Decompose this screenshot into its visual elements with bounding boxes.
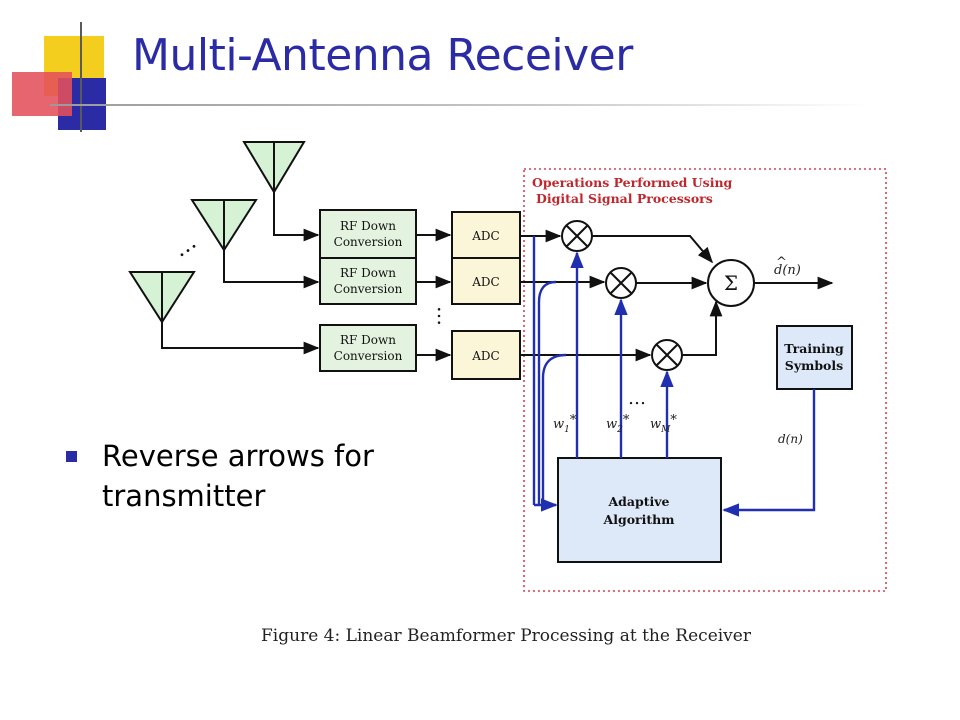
svg-text:w1*: w1* (553, 413, 577, 435)
training-symbols-line1: Training (784, 341, 844, 356)
decor-red-square (12, 72, 72, 116)
algo-feed-line-3 (541, 353, 567, 505)
antenna-ellipsis: … (169, 230, 201, 263)
dsp-region-label-line1: Operations Performed Using (532, 175, 733, 190)
feed-line-3 (161, 322, 320, 355)
adc-block-2-label: ADC (471, 275, 499, 289)
adc-block-3 (451, 330, 521, 380)
reference-label: d(n) (778, 432, 803, 446)
adaptive-algorithm-block (557, 457, 722, 563)
multiplier-3 (651, 339, 683, 371)
antenna-middle (190, 199, 258, 252)
output-label: d(n) (774, 263, 801, 278)
algo-feed-line-2 (537, 280, 557, 505)
rf-block-3-line1: RF Down (340, 333, 396, 347)
decor-vertical-line (80, 22, 82, 132)
weight-ellipsis: … (628, 388, 646, 409)
adc-block-1-label: ADC (471, 229, 499, 243)
title-underline (50, 104, 870, 106)
antenna-top (242, 141, 306, 194)
weight-label-2: w2* (606, 413, 630, 435)
output-hat: ^ (776, 255, 787, 270)
feed-line-2 (223, 250, 320, 289)
weight-label-3: wM* (650, 413, 677, 435)
rf-block-1-line2: Conversion (334, 235, 403, 249)
rf-block-1 (319, 209, 417, 259)
figure-caption: Figure 4: Linear Beamformer Processing a… (261, 626, 752, 646)
adc-block-3-label: ADC (471, 349, 499, 363)
adc-block-2 (451, 257, 521, 305)
training-symbols-line2: Symbols (785, 358, 843, 373)
rf-block-2-line2: Conversion (334, 282, 403, 296)
feed-line-1 (273, 192, 320, 242)
svg-text:wM*: wM* (650, 413, 677, 435)
training-symbols-block (776, 325, 853, 390)
dsp-region-border (523, 168, 887, 592)
summation-symbol: Σ (724, 271, 738, 295)
bullet-item: Reverse arrows for transmitter (102, 439, 374, 513)
weight-label-1: w1* (553, 413, 577, 435)
multiplier-1 (561, 220, 593, 252)
adaptive-algorithm-line2: Algorithm (603, 512, 675, 527)
rf-block-1-line1: RF Down (340, 219, 396, 233)
mult-sum-line-1 (592, 235, 714, 264)
multiplier-2 (605, 267, 637, 299)
reference-line (722, 389, 816, 517)
rf-block-2-line1: RF Down (340, 266, 396, 280)
adaptive-algorithm-line1: Adaptive (607, 494, 669, 509)
rf-block-3-line2: Conversion (334, 349, 403, 363)
dsp-region-label-line2: Digital Signal Processors (536, 191, 713, 206)
branch-ellipsis: … (433, 306, 457, 326)
rf-block-2 (319, 257, 417, 305)
mult-sum-line-3 (682, 300, 723, 356)
slide-title: Multi-Antenna Receiver (132, 30, 633, 81)
svg-text:w2*: w2* (606, 413, 630, 435)
rf-block-3 (319, 324, 417, 372)
bullet-marker (66, 451, 77, 462)
antenna-bottom (128, 271, 196, 324)
